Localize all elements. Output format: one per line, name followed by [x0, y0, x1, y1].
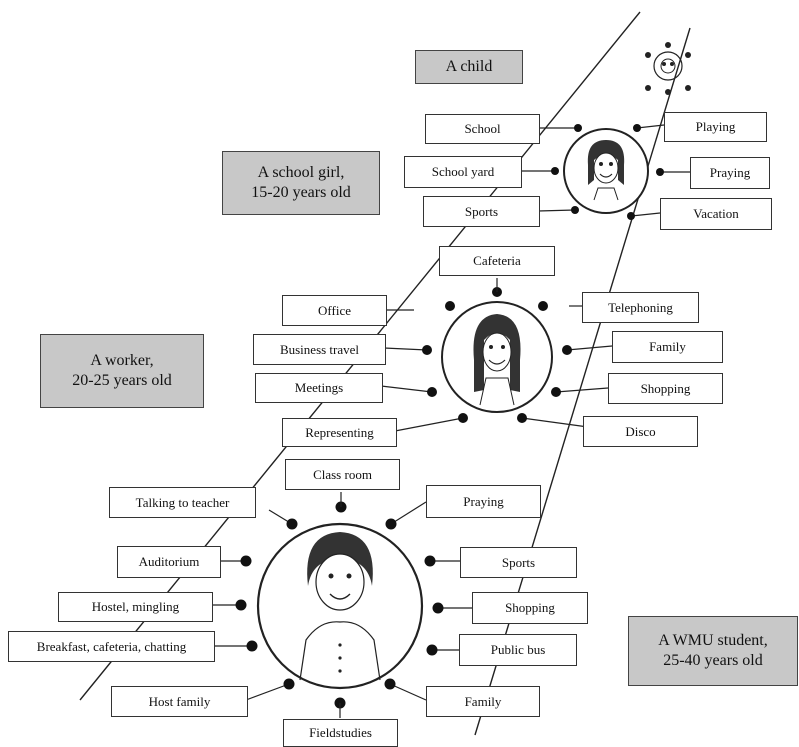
stage-label-worker: A worker, 20-25 years old	[40, 334, 204, 408]
school-girl-portrait	[563, 128, 649, 214]
worker-portrait	[441, 301, 553, 413]
activity-representing: Representing	[282, 418, 397, 447]
activity-cafeteria: Cafeteria	[439, 246, 555, 276]
activity-sports-student: Sports	[460, 547, 577, 578]
connector-dots	[235, 124, 664, 709]
activity-family-worker: Family	[612, 331, 723, 363]
activity-praying-student: Praying	[426, 485, 541, 518]
activity-disco: Disco	[583, 416, 698, 447]
activity-business-travel: Business travel	[253, 334, 386, 365]
child-icon	[645, 42, 691, 95]
activity-playing: Playing	[664, 112, 767, 142]
stage-label-student: A WMU student, 25-40 years old	[628, 616, 798, 686]
activity-host-family: Host family	[111, 686, 248, 717]
activity-hostel-mingling: Hostel, mingling	[58, 592, 213, 622]
stage-label-school-girl: A school girl, 15-20 years old	[222, 151, 380, 215]
activity-public-bus: Public bus	[459, 634, 577, 666]
activity-meetings: Meetings	[255, 373, 383, 403]
activity-breakfast: Breakfast, cafeteria, chatting	[8, 631, 215, 662]
stage-label-child: A child	[415, 50, 523, 84]
activity-office: Office	[282, 295, 387, 326]
activity-school: School	[425, 114, 540, 144]
activity-praying-girl: Praying	[690, 157, 770, 189]
activity-school-yard: School yard	[404, 156, 522, 188]
activity-class-room: Class room	[285, 459, 400, 490]
activity-talking-to-teacher: Talking to teacher	[109, 487, 256, 518]
activity-shopping-worker: Shopping	[608, 373, 723, 404]
activity-vacation: Vacation	[660, 198, 772, 230]
activity-telephoning: Telephoning	[582, 292, 699, 323]
activity-shopping-student: Shopping	[472, 592, 588, 624]
activity-sports-girl: Sports	[423, 196, 540, 227]
connector-lines	[211, 124, 690, 701]
student-portrait	[256, 522, 424, 690]
activity-family-student: Family	[426, 686, 540, 717]
activity-fieldstudies: Fieldstudies	[283, 719, 398, 747]
activity-auditorium: Auditorium	[117, 546, 221, 578]
